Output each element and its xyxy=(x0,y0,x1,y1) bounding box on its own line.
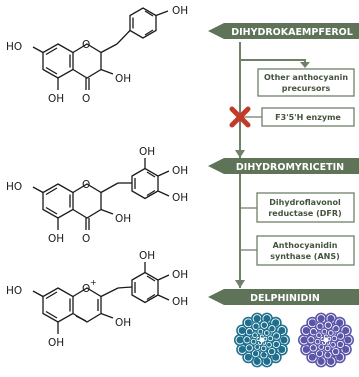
blue-flower-icon xyxy=(234,312,290,368)
box-label: precursors xyxy=(282,84,331,93)
dihydrokaempferol-labels: OH HO O OH OH O xyxy=(6,5,188,105)
oh-label: OH xyxy=(48,233,64,245)
oh-label: OH xyxy=(139,250,155,262)
box-label: Dihydroflavonol xyxy=(269,198,341,207)
flower-petal-outline xyxy=(260,345,267,352)
oh-label: OH xyxy=(139,146,155,158)
ho-label: HO xyxy=(6,41,22,53)
flower-petal-outline xyxy=(314,338,321,345)
dihydromyricetin-structure xyxy=(32,158,170,230)
flower-petal-outline xyxy=(332,347,340,356)
flower-petal-outline xyxy=(254,344,261,350)
flower-petal-outline xyxy=(341,345,351,354)
flower-petal-outline xyxy=(318,344,325,350)
banner-label: DIHYDROMYRICETIN xyxy=(236,162,344,173)
ho-label: HO xyxy=(6,181,22,193)
flower-petal-outline xyxy=(252,322,260,330)
flower-petal-outline xyxy=(327,330,334,336)
flower-petal-outline xyxy=(316,322,324,330)
oh-label: OH xyxy=(115,317,131,329)
flower-petal-outline xyxy=(263,330,270,336)
oh-label: OH xyxy=(172,5,188,17)
box-ans: Anthocyanidin synthase (ANS) xyxy=(240,235,355,266)
box-label: Anthocyanidin xyxy=(273,241,338,250)
oh-label: OH xyxy=(172,192,188,204)
flower-petal-outline xyxy=(324,321,332,329)
banner-dihydromyricetin: DIHYDROMYRICETIN xyxy=(208,158,359,174)
flower-center xyxy=(323,337,329,343)
ring-oxygen-label: O xyxy=(82,179,90,191)
banner-dihydrokaempferol: DIHYDROKAEMPFEROL xyxy=(208,23,359,39)
flower-petal-outline xyxy=(332,325,340,333)
delphinidin-structure xyxy=(32,262,170,334)
flower-petal-outline xyxy=(277,345,287,354)
delphinidin-labels: OH OH OH HO O + OH OH xyxy=(6,250,188,349)
box-label: reductase (DFR) xyxy=(268,209,341,218)
box-label: Other anthocyanin xyxy=(264,73,348,82)
flower-petal-outline xyxy=(252,332,258,339)
oh-label: OH xyxy=(48,337,64,349)
oh-label: OH xyxy=(115,73,131,85)
flower-petal-outline xyxy=(243,318,253,328)
oh-label: OH xyxy=(172,269,188,281)
ring-oxygen-label: O xyxy=(82,283,90,295)
flower-petal-outline xyxy=(277,326,287,335)
flower-center xyxy=(259,337,265,343)
flower-petal-outline xyxy=(316,332,322,339)
flower-petal-outline xyxy=(268,325,276,333)
box-f3-5h-enzyme: F3'5'H enzyme xyxy=(240,107,355,127)
pathway-arrowheads xyxy=(235,62,310,288)
flower-petal-outline xyxy=(336,340,344,349)
dihydrokaempferol-structure xyxy=(32,7,169,90)
flower-petal-outline xyxy=(268,347,276,356)
blocked-x-icon xyxy=(229,106,251,128)
oh-label: OH xyxy=(48,93,64,105)
banner-label: DIHYDROKAEMPFEROL xyxy=(231,27,353,38)
banner-delphinidin: DELPHINIDIN xyxy=(208,289,359,305)
flower-petal-outline xyxy=(330,341,336,348)
keto-oxygen-label: O xyxy=(82,233,90,245)
flower-petal-outline xyxy=(272,340,280,349)
box-label: synthase (ANS) xyxy=(270,252,340,261)
flower-petal-outline xyxy=(245,344,253,352)
box-dfr: Dihydroflavonol reductase (DFR) xyxy=(240,192,355,223)
flower-petal-outline xyxy=(341,326,351,335)
box-label: F3'5'H enzyme xyxy=(275,113,341,122)
flower-petal-outline xyxy=(309,344,317,352)
flower-petal-outline xyxy=(245,328,254,336)
oh-label: OH xyxy=(172,296,188,308)
box-other-precursors: Other anthocyanin precursors xyxy=(257,68,355,97)
purple-flower-icon xyxy=(298,312,354,368)
flower-petal-outline xyxy=(250,338,257,345)
flower-petal-outline xyxy=(309,328,318,336)
oh-label: OH xyxy=(172,165,188,177)
oh-label: OH xyxy=(115,213,131,225)
banner-label: DELPHINIDIN xyxy=(250,293,320,304)
ring-oxygen-label: O xyxy=(82,39,90,51)
dihydromyricetin-labels: OH OH OH HO O OH OH O xyxy=(6,146,188,245)
keto-oxygen-label: O xyxy=(82,93,90,105)
flower-petal-outline xyxy=(266,341,272,348)
flower-petal-outline xyxy=(260,321,268,329)
flower-petal-outline xyxy=(324,345,331,352)
flower-petal-outline xyxy=(307,318,317,328)
charge-label: + xyxy=(90,278,97,287)
ho-label: HO xyxy=(6,285,22,297)
